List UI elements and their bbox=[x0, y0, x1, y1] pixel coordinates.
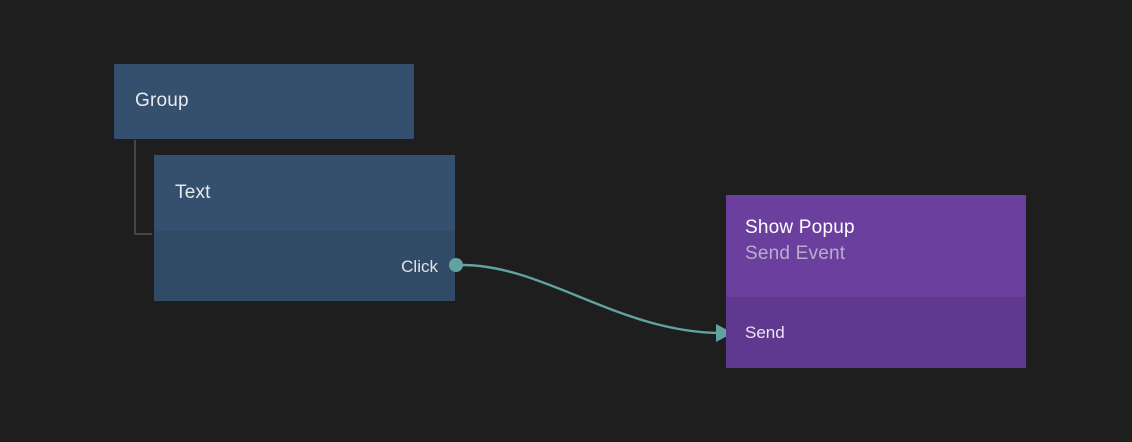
node-text-output-port-row[interactable]: Click bbox=[401, 231, 455, 301]
node-show-popup[interactable]: Show Popup Send Event Send bbox=[726, 195, 1026, 368]
connection-wire-click-to-send bbox=[460, 263, 724, 335]
node-show-popup-title: Show Popup bbox=[745, 217, 855, 238]
node-text-header[interactable]: Text bbox=[154, 155, 455, 231]
node-group-header[interactable]: Group bbox=[114, 64, 414, 139]
node-text[interactable]: Text Click bbox=[154, 155, 455, 301]
tree-hierarchy-connector bbox=[134, 140, 152, 235]
node-text-title: Text bbox=[175, 181, 211, 203]
node-group-title: Group bbox=[135, 90, 189, 112]
node-text-output-port-label: Click bbox=[401, 256, 438, 276]
node-show-popup-body: Send bbox=[726, 297, 1026, 368]
node-text-body: Click bbox=[154, 231, 455, 301]
output-port-dot-click[interactable] bbox=[449, 258, 463, 272]
node-show-popup-subtitle: Send Event bbox=[745, 242, 846, 264]
node-show-popup-input-port-label: Send bbox=[745, 323, 785, 342]
node-show-popup-header[interactable]: Show Popup Send Event bbox=[726, 195, 1026, 297]
node-show-popup-input-port-row[interactable]: Send bbox=[726, 297, 785, 368]
node-group[interactable]: Group bbox=[114, 64, 414, 139]
